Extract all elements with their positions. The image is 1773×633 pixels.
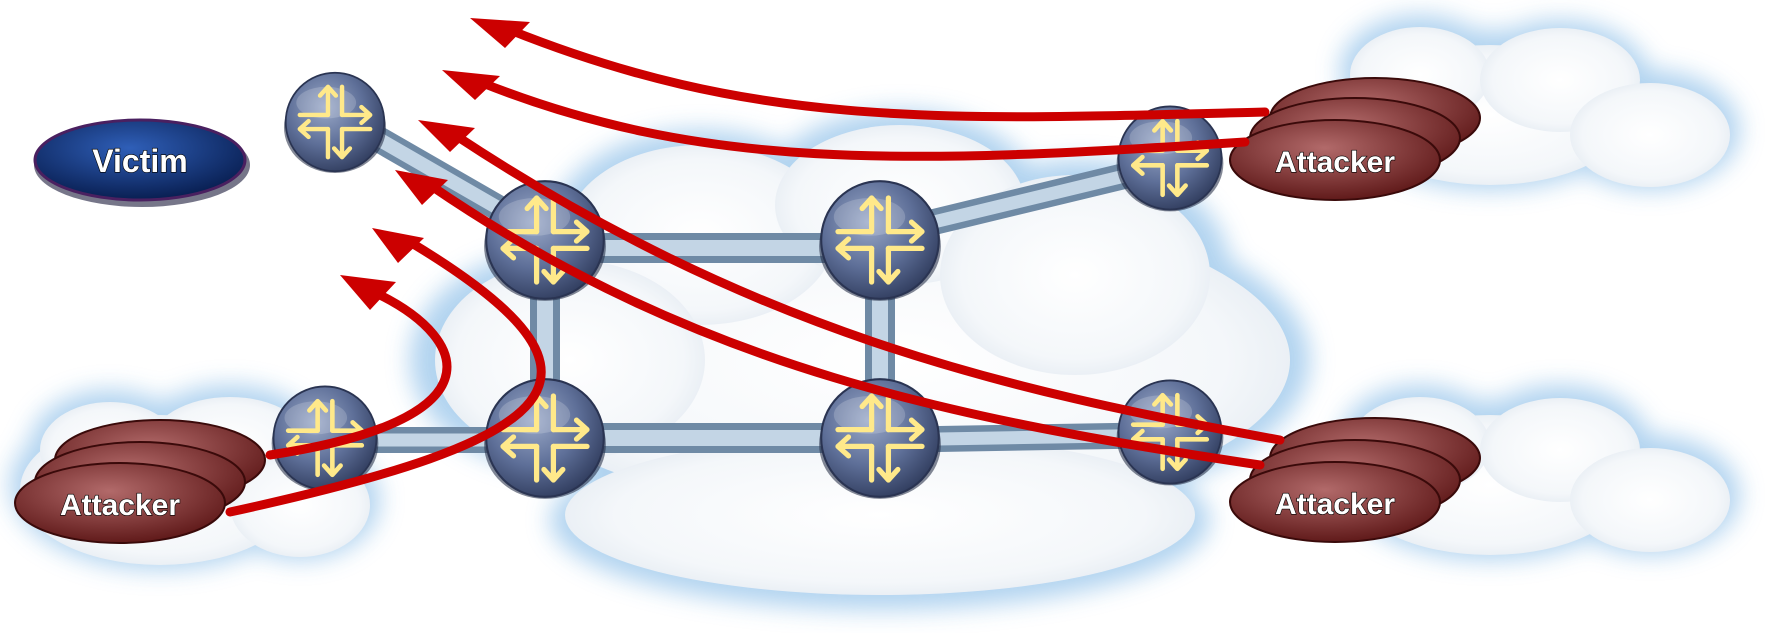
attacker-label: Attacker: [60, 489, 180, 522]
attack-path: [225, 237, 546, 517]
router-icon: [484, 379, 606, 499]
attack-path: [265, 290, 452, 460]
attacker-group-bottom-left: Attacker: [14, 419, 266, 544]
attack-path: [425, 180, 1265, 470]
router-icon: [1117, 380, 1224, 485]
attacker-group-top-right: Attacker: [1229, 77, 1481, 201]
attacker-group-bottom-right: Attacker: [1229, 417, 1481, 543]
router-icon: [1117, 106, 1224, 211]
arrowhead-icon: [372, 228, 424, 263]
arrow-heads: [340, 18, 530, 310]
router-icon: [819, 181, 941, 301]
router-icon: [284, 73, 386, 173]
attack-path: [505, 25, 1270, 122]
attacker-label: Attacker: [1275, 146, 1395, 179]
attack-path: [450, 130, 1285, 445]
victim-label: Victim: [92, 143, 187, 179]
arrowhead-icon: [470, 18, 530, 48]
arrowhead-icon: [340, 275, 396, 310]
attack-paths: [225, 25, 1285, 517]
arrowhead-icon: [442, 70, 500, 100]
arrowhead-icon: [395, 170, 448, 205]
victim-node: Victim: [33, 118, 250, 207]
attacker-label: Attacker: [1275, 488, 1395, 521]
arrowhead-icon: [418, 120, 475, 152]
attack-path: [475, 77, 1250, 161]
router-icon: [819, 379, 941, 499]
